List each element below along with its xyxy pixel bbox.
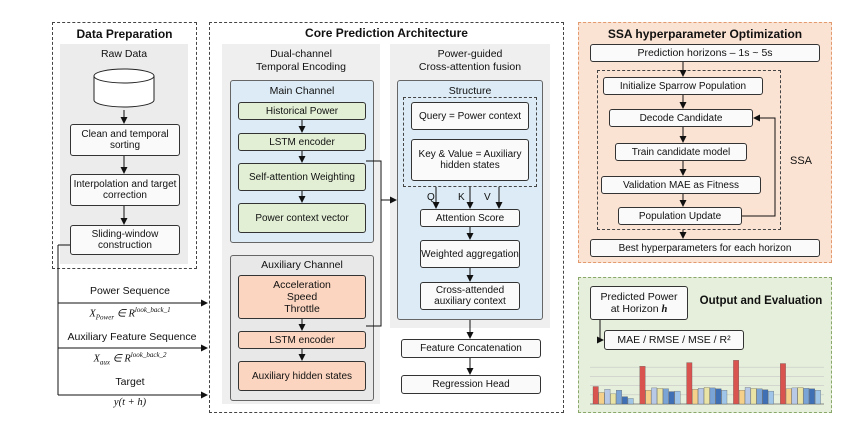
self-attention-box: Self-attention Weighting [238, 163, 366, 191]
chart-bar [709, 387, 716, 405]
chart-bar [803, 388, 810, 405]
best-hyperparams-box: Best hyperparameters for each horizon [590, 239, 820, 257]
dual-channel-title-2: Temporal Encoding [256, 61, 346, 73]
chart-bar [780, 363, 786, 405]
chart-bar [762, 389, 769, 405]
predicted-power-line2: at Horizon h [610, 302, 668, 315]
fusion-title-2: Cross-attention fusion [418, 61, 522, 73]
query-box: Query = Power context [411, 102, 529, 130]
chart-bar [733, 360, 739, 405]
core-architecture-title: Core Prediction Architecture [305, 26, 468, 40]
aux-lstm-box: LSTM encoder [238, 331, 366, 349]
v-label: V [484, 192, 491, 203]
main-channel-title: Main Channel [269, 85, 335, 97]
aux-sequence-formula: Xaux ∈ Rlook_back_2 [93, 351, 167, 367]
init-population-box: Initialize Sparrow Population [603, 77, 763, 95]
chart-bar [662, 388, 669, 405]
key-value-box: Key & Value = Auxiliary hidden states [411, 139, 529, 181]
chart-bar [610, 393, 617, 405]
chart-bar [598, 392, 605, 405]
sliding-window-box: Sliding-window construction [70, 225, 180, 255]
target-label: Target [115, 376, 145, 388]
power-context-box: Power context vector [238, 203, 366, 233]
k-label: K [458, 192, 465, 203]
chart-bar [627, 398, 634, 405]
main-lstm-box: LSTM encoder [238, 133, 366, 151]
target-formula: y(t + h) [113, 397, 147, 408]
chart-bar [744, 387, 751, 405]
power-sequence-label: Power Sequence [90, 285, 170, 297]
chart-bar [657, 388, 663, 405]
interpolation-box: Interpolation and target correction [70, 174, 180, 206]
dual-channel-title-1: Dual-channel [270, 48, 332, 60]
chart-bar [639, 366, 646, 405]
chart-bar [703, 387, 710, 405]
chart-bar [674, 390, 681, 405]
aux-inputs-box: Acceleration Speed Throttle [238, 275, 366, 319]
aux-channel-title: Auxiliary Channel [261, 259, 343, 271]
decode-candidate-box: Decode Candidate [609, 109, 753, 127]
structure-title: Structure [448, 85, 492, 97]
aux-sequence-label: Auxiliary Feature Sequence [67, 331, 197, 343]
chart-bar [621, 396, 628, 405]
power-sequence-formula: XPower ∈ Rlook_back_1 [89, 306, 171, 322]
data-preparation-panel [52, 22, 197, 269]
chart-bar [721, 390, 728, 405]
predicted-power-box: Predicted Power at Horizon h [590, 286, 688, 320]
chart-bar [645, 390, 652, 405]
core-architecture-panel [209, 22, 564, 413]
cross-attended-context-box: Cross-attended auxiliary context [420, 282, 520, 310]
chart-bar [616, 390, 622, 405]
chart-bar [756, 388, 763, 405]
chart-bar [739, 390, 745, 405]
population-update-box: Population Update [618, 207, 742, 225]
chart-bar [668, 391, 675, 405]
historical-power-box: Historical Power [238, 102, 366, 120]
raw-data-label: Raw Data [100, 48, 148, 60]
chart-bar [604, 389, 611, 405]
chart-bar [692, 389, 699, 405]
chart-bar [815, 390, 821, 405]
evaluation-bar-chart [590, 360, 824, 405]
chart-bar [715, 388, 722, 405]
chart-bar [785, 388, 792, 405]
train-model-box: Train candidate model [615, 143, 747, 161]
chart-bar [651, 387, 658, 405]
ssa-title: SSA hyperparameter Optimization [607, 27, 803, 41]
database-icon [93, 68, 155, 108]
attention-score-box: Attention Score [420, 209, 520, 227]
weighted-aggregation-box: Weighted aggregation [420, 240, 520, 268]
chart-bar [797, 387, 804, 405]
validation-mae-box: Validation MAE as Fitness [601, 176, 761, 194]
chart-bar [686, 362, 693, 405]
metrics-box: MAE / RMSE / MSE / R² [604, 330, 744, 350]
horizon-symbol: h [661, 303, 668, 315]
chart-bar [791, 387, 798, 405]
output-eval-title: Output and Evaluation [699, 295, 823, 307]
ssa-loop-label: SSA [790, 155, 813, 167]
q-label: Q [427, 192, 435, 203]
structure-dashed-group [403, 97, 537, 187]
data-preparation-title: Data Preparation [76, 27, 173, 41]
clean-sort-box: Clean and temporal sorting [70, 124, 180, 156]
predicted-power-line1: Predicted Power [600, 290, 678, 303]
chart-bar [592, 386, 599, 405]
fusion-title-1: Power-guided [437, 48, 503, 60]
aux-hidden-states-box: Auxiliary hidden states [238, 361, 366, 391]
horizons-box: Prediction horizons – 1s ~ 5s [590, 44, 820, 62]
regression-head-box: Regression Head [401, 375, 541, 394]
chart-bar [809, 388, 815, 405]
chart-bar [750, 388, 757, 405]
feature-concat-box: Feature Concatenation [401, 339, 541, 358]
chart-bar [698, 388, 704, 405]
ssa-loop-group [597, 70, 781, 230]
chart-bar [768, 390, 774, 405]
